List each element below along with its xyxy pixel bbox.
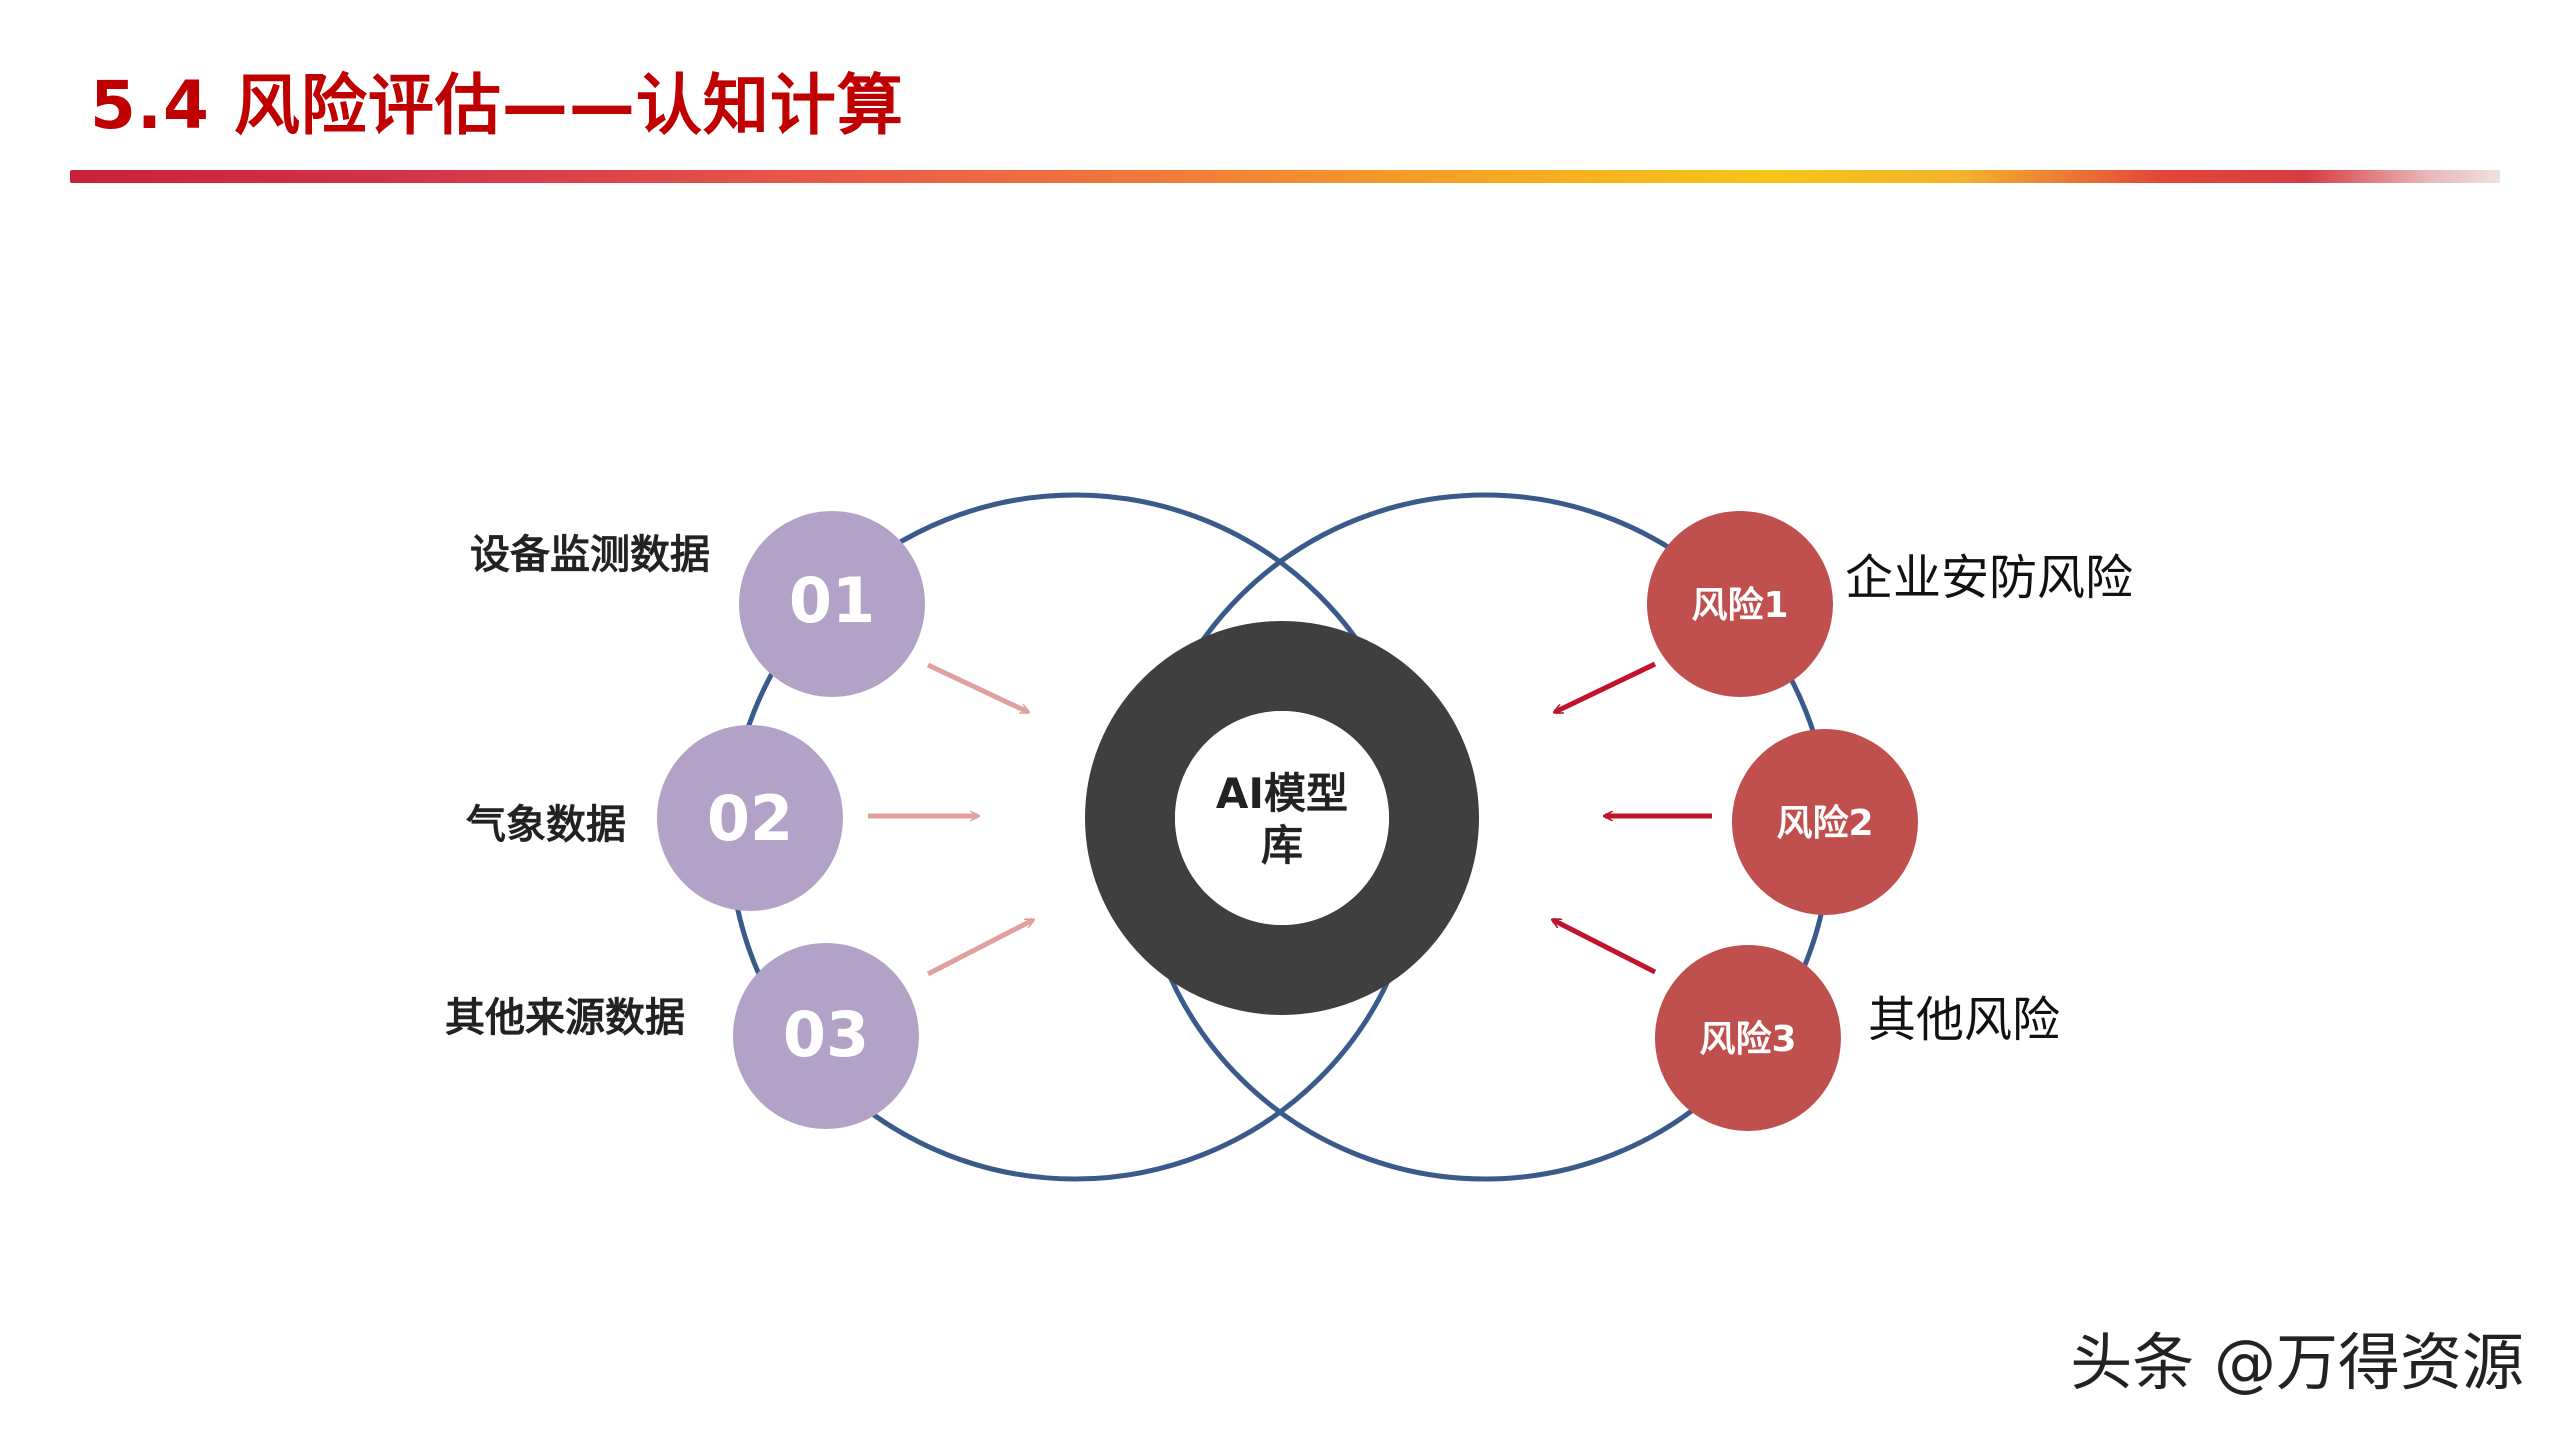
input-node-03: 03 — [733, 943, 919, 1129]
input-node-number: 01 — [789, 564, 875, 637]
page-title: 5.4 风险评估——认知计算 — [90, 67, 904, 144]
watermark: 头条 @万得资源 — [2070, 1326, 2524, 1399]
input-label-03: 其他来源数据 — [445, 995, 685, 1041]
center-label-line1: AI模型 — [1216, 769, 1348, 818]
risk-node-2: 风险2 — [1732, 729, 1918, 915]
input-label-02: 气象数据 — [466, 802, 626, 848]
input-node-number: 02 — [707, 782, 793, 855]
center-core — [1175, 711, 1389, 925]
risk-label-1: 企业安防风险 — [1845, 550, 2134, 606]
risk-node-name: 风险3 — [1699, 1019, 1796, 1060]
risk-label-3: 其他风险 — [1868, 992, 2061, 1048]
title-underline-band — [70, 170, 2500, 183]
center-ring — [1085, 621, 1479, 1015]
risk-node-3: 风险3 — [1655, 945, 1841, 1131]
input-arrow-03 — [926, 917, 1033, 977]
input-node-02: 02 — [657, 725, 843, 911]
risk-node-name: 风险1 — [1691, 585, 1788, 626]
risk-arrow-3 — [1553, 917, 1657, 975]
input-node-01: 01 — [739, 511, 925, 697]
risk-arrow-1 — [1555, 661, 1657, 715]
input-arrow-01 — [926, 662, 1028, 715]
input-label-01: 设备监测数据 — [470, 532, 710, 578]
center-label-line2: 库 — [1261, 821, 1303, 870]
risk-node-name: 风险2 — [1776, 803, 1873, 844]
input-node-number: 03 — [783, 998, 869, 1071]
risk-node-1: 风险1 — [1647, 511, 1833, 697]
